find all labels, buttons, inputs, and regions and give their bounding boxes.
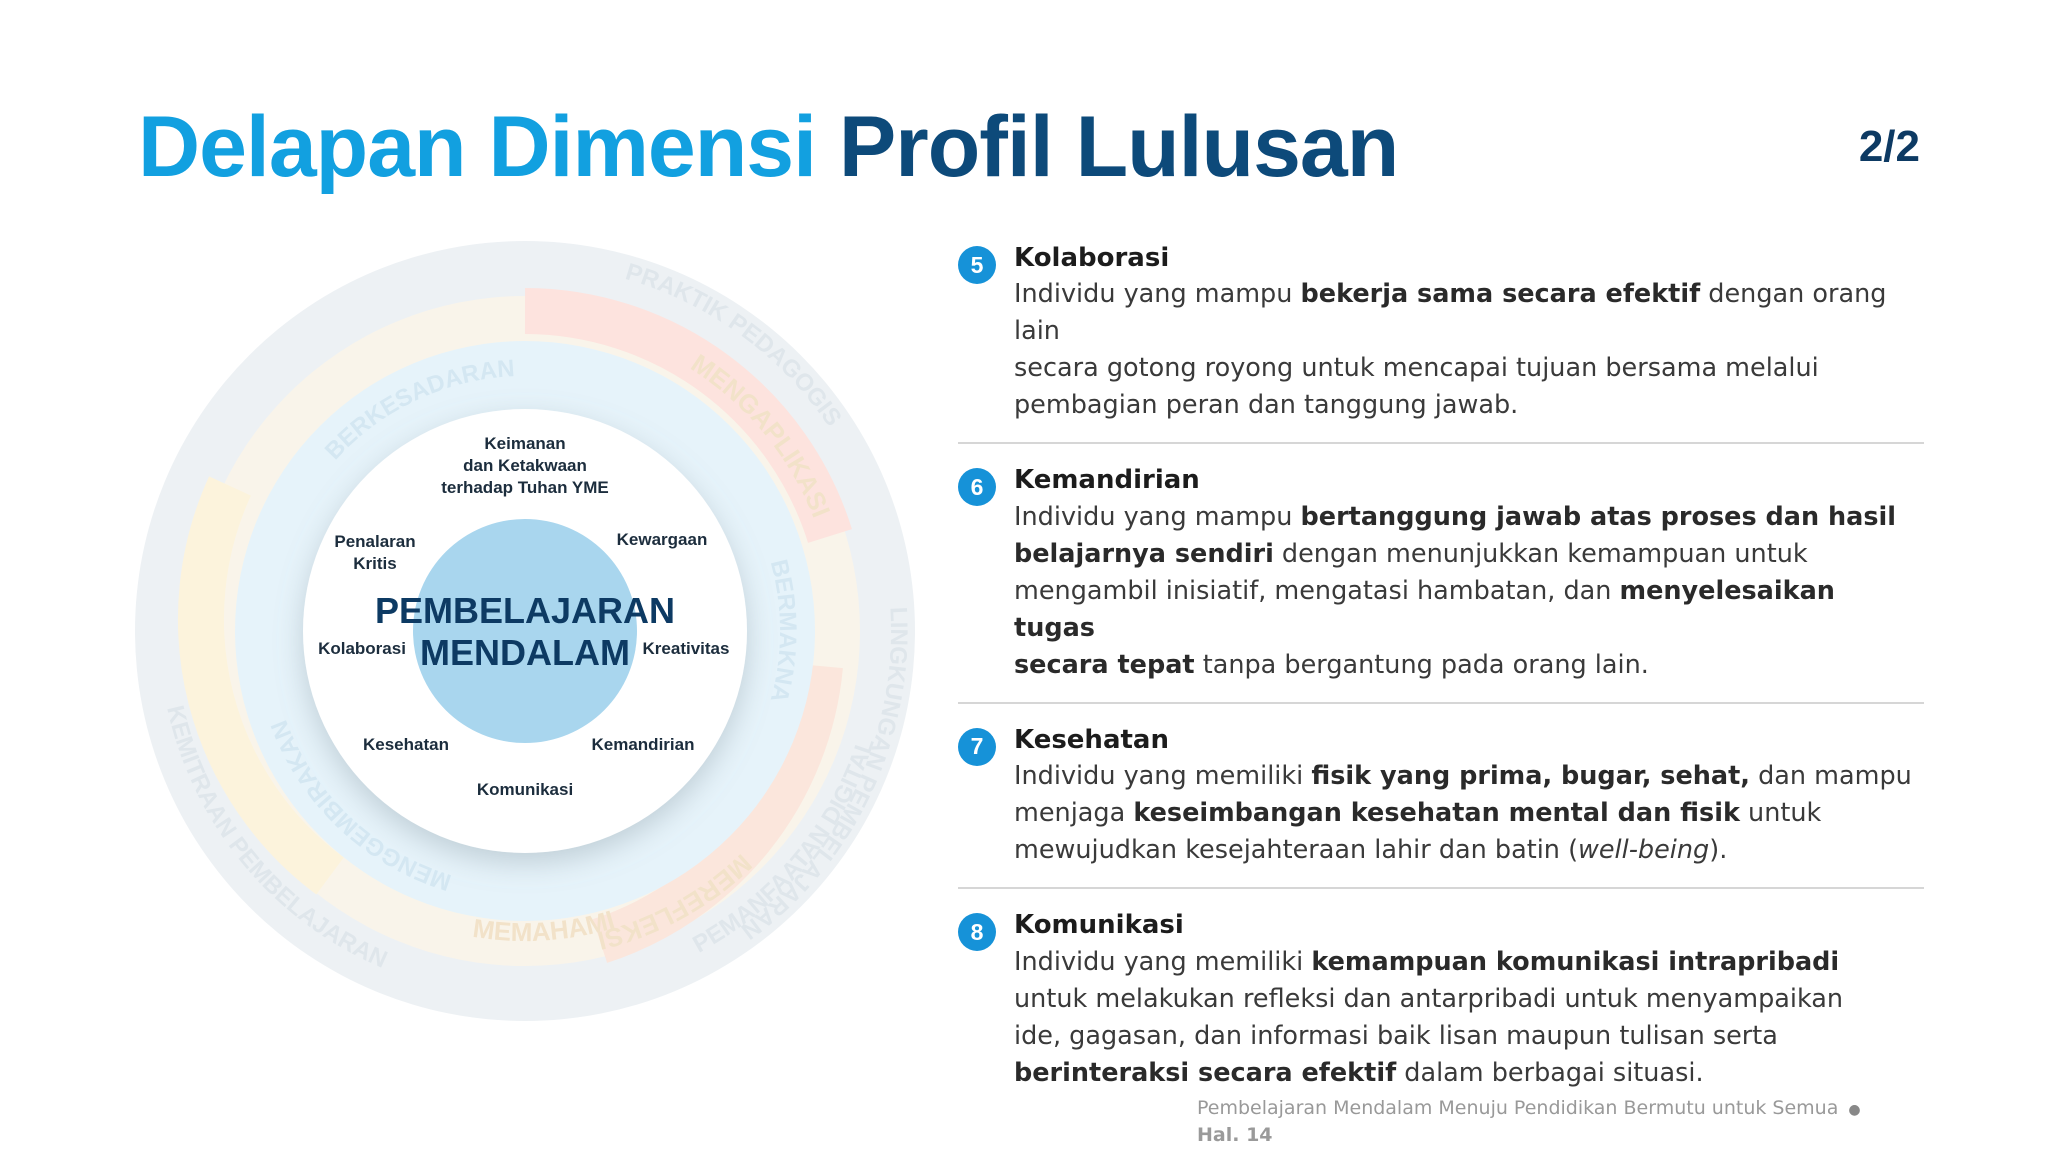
- dimension-label-keimanan: terhadap Tuhan YME: [441, 478, 609, 497]
- dimension-number-badge: 6: [958, 468, 996, 507]
- dimension-description: Individu yang mampu bekerja sama secara …: [1014, 279, 1887, 421]
- dimension-label-keimanan: dan Ketakwaan: [463, 456, 587, 475]
- center-circle: [413, 519, 637, 743]
- bullet-icon: ●: [1848, 1102, 1861, 1118]
- dimension-number-badge: 7: [958, 727, 996, 766]
- dimension-number-badge: 8: [958, 913, 996, 952]
- arrow-ring-segment: [524, 288, 852, 543]
- footer-text: Pembelajaran Mendalam Menuju Pendidikan …: [1197, 1097, 1839, 1119]
- footer: Pembelajaran Mendalam Menuju Pendidikan …: [1197, 1096, 1861, 1148]
- center-label-line: MENDALAM: [420, 632, 630, 673]
- separator: [958, 701, 1924, 704]
- page-title: Delapan Dimensi Profil Lulusan: [138, 99, 1399, 195]
- dimension-label-keimanan: Keimanan: [484, 434, 565, 453]
- dimension-description: Individu yang memiliki kemampuan komunik…: [1014, 946, 1844, 1088]
- dimension-label-komunikasi: Komunikasi: [477, 780, 573, 799]
- dimension-description: Individu yang memiliki fisik yang prima,…: [1014, 761, 1912, 866]
- dimension-label-kolaborasi: Kolaborasi: [318, 639, 406, 658]
- dimension-description: Individu yang mampu bertanggung jawab at…: [1014, 501, 1897, 680]
- dimension-list: 5 Kolaborasi Individu yang mampu bekerja…: [958, 240, 1924, 1092]
- dimension-title: Kemandirian: [1014, 465, 1200, 496]
- dimension-label-penalaran: Kritis: [353, 554, 396, 573]
- dimension-title: Kolaborasi: [1014, 243, 1170, 273]
- title-part-1: Delapan Dimensi: [138, 99, 817, 195]
- dimension-label-kemandirian: Kemandirian: [592, 735, 695, 754]
- dimension-item: 5 Kolaborasi Individu yang mampu bekerja…: [958, 240, 1924, 424]
- dimension-label-kewargaan: Kewargaan: [617, 530, 708, 549]
- dimension-title: Komunikasi: [1014, 910, 1184, 941]
- separator: [958, 887, 1924, 890]
- dimension-number-badge: 5: [958, 246, 996, 284]
- dimension-label-penalaran: Penalaran: [334, 532, 415, 551]
- page-number: Hal. 14: [1197, 1124, 1273, 1146]
- dimension-label-kreativitas: Kreativitas: [643, 639, 730, 658]
- dimension-item: 7 Kesehatan Individu yang memiliki fisik…: [958, 722, 1924, 869]
- dimension-title: Kesehatan: [1014, 724, 1169, 755]
- arrow-ring-segment: [592, 663, 843, 963]
- arrow-ring-segment: [178, 476, 344, 895]
- center-label-line: PEMBELAJARAN: [375, 590, 675, 631]
- dimension-item: 6 Kemandirian Individu yang mampu bertan…: [958, 462, 1924, 683]
- deep-learning-diagram: PRAKTIK PEDAGOGIS LINGKUNGAN PEMBELAJARA…: [130, 236, 920, 1026]
- page-indicator: 2/2: [1858, 122, 1920, 171]
- title-part-2: Profil Lulusan: [838, 99, 1399, 195]
- dimension-item: 8 Komunikasi Individu yang memiliki kema…: [958, 907, 1924, 1091]
- dimension-label-kesehatan: Kesehatan: [363, 735, 449, 754]
- separator: [958, 442, 1924, 445]
